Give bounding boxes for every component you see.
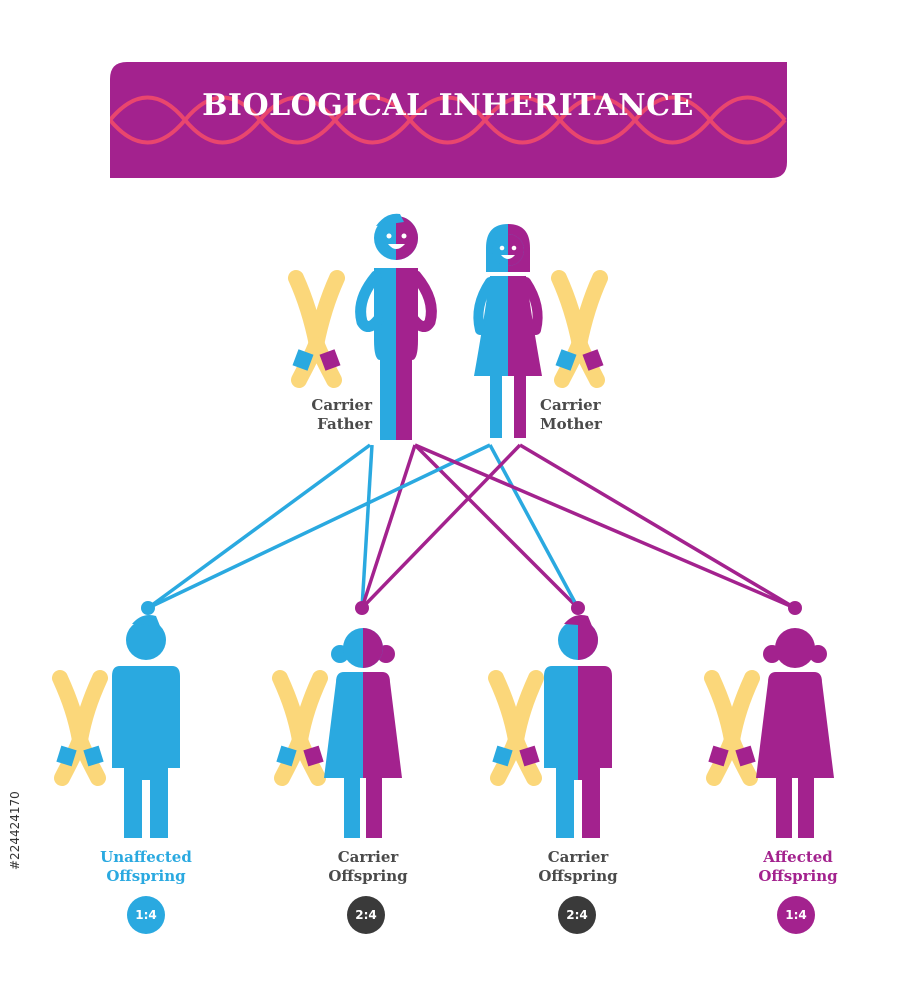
carrier1-label-line1: Carrier [337, 848, 399, 866]
title-banner [110, 62, 787, 178]
carrier-girl-icon [324, 628, 402, 838]
father-label-line2: Father [317, 415, 372, 433]
unaffected-offspring-label: Unaffected Offspring [76, 848, 216, 886]
ratio-badge-unaffected: 1:4 [127, 896, 165, 934]
affected-girl-icon [756, 628, 834, 838]
dna-helix-icon [110, 95, 787, 145]
unaffected-label-line1: Unaffected [100, 848, 192, 866]
carrier-offspring-label-2: Carrier Offspring [508, 848, 648, 886]
ratio-badge-carrier-1: 2:4 [347, 896, 385, 934]
carrier2-label-line2: Offspring [538, 867, 618, 885]
affected-chromosome-icon [704, 670, 760, 786]
inheritance-lines [146, 443, 796, 610]
carrier-girl-chromosome-icon [272, 670, 328, 786]
page-title: BIOLOGICAL INHERITANCE [202, 88, 694, 123]
carrier2-label-line1: Carrier [547, 848, 609, 866]
carrier1-label-line2: Offspring [328, 867, 408, 885]
father-chromosome-icon [288, 270, 345, 388]
mother-label-line1: Carrier [540, 396, 601, 414]
father-label: Carrier Father [272, 396, 372, 434]
affected-label-line1: Affected [763, 848, 833, 866]
father-label-line1: Carrier [311, 396, 372, 414]
father-figure-icon [355, 213, 437, 440]
stock-id-text: #224424170 [8, 791, 22, 870]
mother-figure-icon [473, 224, 543, 438]
mother-chromosome-icon [551, 270, 608, 388]
affected-offspring-label: Affected Offspring [728, 848, 868, 886]
junction-dots [141, 601, 802, 615]
carrier-boy-chromosome-icon [488, 670, 544, 786]
ratio-badge-affected: 1:4 [777, 896, 815, 934]
affected-label-line2: Offspring [758, 867, 838, 885]
carrier-boy-icon [544, 615, 612, 838]
stock-watermark: #224424170 [6, 760, 26, 870]
mother-label-line2: Mother [540, 415, 602, 433]
unaffected-chromosome-icon [52, 670, 108, 786]
unaffected-label-line2: Offspring [106, 867, 186, 885]
unaffected-boy-icon [112, 615, 180, 838]
ratio-badge-carrier-2: 2:4 [558, 896, 596, 934]
carrier-offspring-label-1: Carrier Offspring [298, 848, 438, 886]
mother-label: Carrier Mother [540, 396, 620, 434]
